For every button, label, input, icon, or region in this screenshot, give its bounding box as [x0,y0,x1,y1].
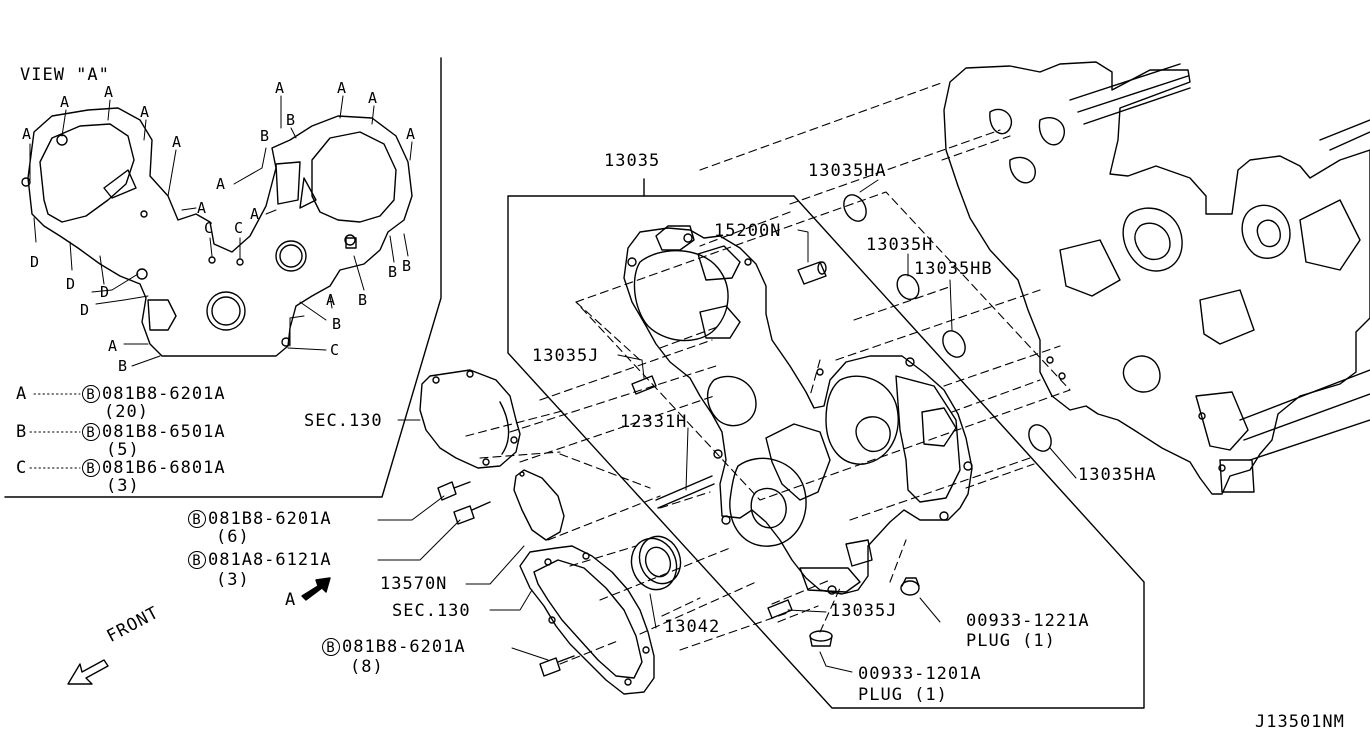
view-a-title: VIEW "A" [20,65,110,85]
bolt-081a8-6121a-3 [453,501,491,525]
front-arrow [67,659,109,685]
marker-a: A [22,125,32,143]
o-ring-13035hb [942,330,966,358]
marker-c: C [330,341,340,359]
part-label-13035h: 13035H [866,235,934,255]
marker-a: A [326,291,336,309]
plug-code: 00933-1201A [858,664,982,684]
part-label-13035j: 13035J [532,346,600,366]
marker-b: B [402,257,412,275]
timing-case-drawing [623,225,973,595]
rod-12331h [655,475,715,509]
view-arrow-a [301,577,331,601]
part-label-15200n: 15200N [714,221,782,241]
upper-cover-drawing [419,369,521,469]
o-ring-13035h [896,273,920,301]
o-ring-13035ha-right [1028,424,1052,452]
dashed-guides [465,81,1071,665]
marker-a: A [406,125,416,143]
marker-a: A [104,83,114,101]
marker-b: B [118,357,128,375]
marker-a: A [172,133,182,151]
part-label-13035ha: 13035HA [808,161,887,181]
bolt-symbol: B [322,638,340,656]
bolt-qty: (3) [216,570,250,590]
marker-b: B [388,263,398,281]
bolt-qty: (8) [350,657,384,677]
diagram-id: J13501NM [1255,712,1345,732]
view-arrow-label: A [285,590,297,610]
dowel-13035j-left [631,375,657,395]
marker-c: C [234,219,244,237]
o-ring-13035ha-top [843,194,867,222]
part-label-13042: 13042 [664,617,721,637]
bolt-081b8-6201a-6 [437,481,471,501]
bolt-symbol: B [82,385,100,403]
marker-a: A [140,103,150,121]
legend-key: A [16,384,28,404]
legend-key: C [16,458,28,478]
plug-desc: PLUG (1) [858,685,948,705]
marker-b: B [260,127,270,145]
part-label-13035j: 13035J [830,601,898,621]
bolt-symbol: B [82,423,100,441]
bolt-symbol: B [188,551,206,569]
callout-leaders [377,179,1077,673]
dowel-13035j-bottom [767,599,793,619]
marker-d: D [66,275,76,293]
view-a-inset-border [4,57,442,498]
part-label-sec130: SEC.130 [392,601,471,621]
legend-qty: (20) [104,402,149,422]
legend-qty: (3) [106,476,140,496]
view-a-leaders [29,95,413,367]
plug-00933-1221a [900,577,920,596]
engine-block-drawing [943,61,1370,495]
marker-c: C [204,219,214,237]
part-label-13570n: 13570N [380,574,448,594]
marker-a: A [275,79,285,97]
marker-d: D [30,253,40,271]
bolt-symbol: B [188,510,206,528]
marker-a: A [250,205,260,223]
part-label-sec130: SEC.130 [304,411,383,431]
marker-a: A [60,93,70,111]
oil-seal-13042 [630,535,682,591]
part-label-13035ha: 13035HA [1078,465,1157,485]
lower-cover-drawing [519,545,655,695]
assembly-frame [507,195,1145,709]
plug-00933-1201a [809,630,833,647]
gasket-13570n [513,469,565,541]
marker-a: A [108,337,118,355]
marker-a: A [337,79,347,97]
part-label-13035hb: 13035HB [914,259,993,279]
bolt-081b8-6201a-8 [539,655,575,677]
part-label-13035: 13035 [604,151,661,171]
marker-b: B [286,111,296,129]
legend-qty: (5) [106,440,140,460]
part-label-12331h: 12331H [620,412,688,432]
marker-a: A [216,175,226,193]
plug-code: 00933-1221A [966,611,1090,631]
bolt-qty: (6) [216,527,250,547]
marker-b: B [332,315,342,333]
marker-a: A [197,199,207,217]
marker-a: A [368,89,378,107]
marker-d: D [80,301,90,319]
view-a-cover-drawing [21,107,413,357]
marker-d: D [100,283,110,301]
legend-dotted-lines [29,393,81,469]
plug-desc: PLUG (1) [966,631,1056,651]
marker-b: B [358,291,368,309]
legend-key: B [16,422,28,442]
bolt-symbol: B [82,459,100,477]
dowel-15200n [797,261,827,285]
